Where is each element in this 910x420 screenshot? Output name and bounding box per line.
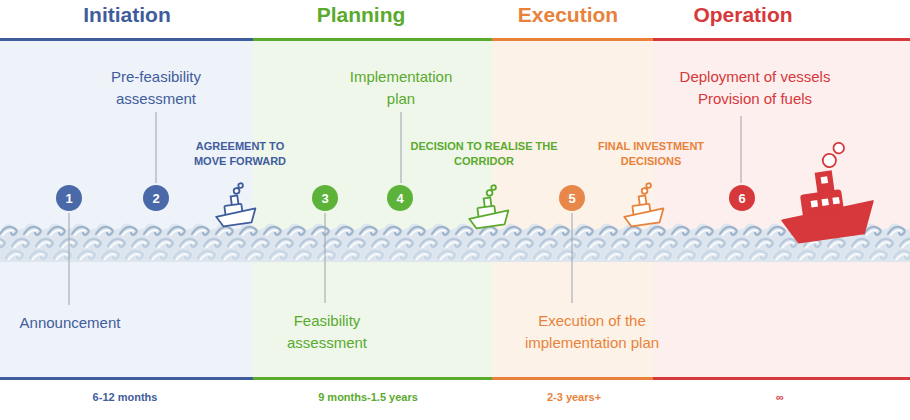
ship-icon bbox=[620, 182, 665, 227]
step-caption: Pre-feasibility assessment bbox=[86, 66, 226, 110]
phase-heading: Execution bbox=[518, 3, 618, 27]
step-circle: 6 bbox=[729, 185, 755, 211]
phase-heading: Initiation bbox=[83, 3, 171, 27]
wave-curl bbox=[0, 227, 910, 235]
step-number: 4 bbox=[396, 192, 403, 205]
step-circle: 2 bbox=[143, 185, 169, 211]
phase-heading: Planning bbox=[317, 3, 406, 27]
milestone-label: FINAL INVESTMENT DECISIONS bbox=[583, 139, 719, 170]
milestone-label: DECISION TO REALISE THE CORRIDOR bbox=[408, 139, 560, 170]
phase-band: Planning 9 months-1.5 years 3 4 bbox=[253, 0, 492, 420]
step-number: 2 bbox=[152, 192, 159, 205]
step-caption: Execution of the implementation plan bbox=[509, 310, 675, 354]
step-number: 5 bbox=[568, 192, 575, 205]
ship-icon bbox=[773, 139, 877, 244]
phase-duration: ∞ bbox=[776, 391, 784, 403]
step-number: 6 bbox=[738, 192, 745, 205]
leader-lines bbox=[69, 112, 741, 305]
step-circle: 4 bbox=[387, 185, 413, 211]
waves bbox=[0, 223, 910, 262]
wave-foam bbox=[0, 230, 910, 236]
phase-band: Initiation 6-12 months 1 2 bbox=[0, 0, 253, 420]
step-circle: 5 bbox=[559, 185, 585, 211]
ships bbox=[212, 139, 877, 244]
step-circle: 1 bbox=[56, 185, 82, 211]
leader-line bbox=[69, 213, 70, 305]
step-caption: Provision of fuels bbox=[655, 88, 855, 110]
step-caption: Feasibility assessment bbox=[275, 310, 379, 354]
ship-icon bbox=[465, 184, 510, 229]
leader-line bbox=[572, 213, 573, 303]
leader-line bbox=[325, 213, 326, 303]
step-caption: Implementation plan bbox=[334, 66, 468, 110]
wave-foam bbox=[0, 242, 910, 248]
phase-duration: 9 months-1.5 years bbox=[318, 391, 418, 403]
phase-duration: 6-12 months bbox=[93, 391, 158, 403]
ship-icon bbox=[212, 182, 257, 227]
wave-foam bbox=[0, 254, 910, 260]
phase-band: Operation ∞ 6 bbox=[653, 0, 910, 420]
leader-line bbox=[401, 112, 402, 183]
milestone-label: AGREEMENT TO MOVE FORWARD bbox=[179, 139, 301, 170]
step-number: 1 bbox=[65, 192, 72, 205]
step-circle: 3 bbox=[312, 185, 338, 211]
phase-heading: Operation bbox=[693, 3, 792, 27]
step-caption: Announcement bbox=[0, 312, 145, 334]
step-number: 3 bbox=[321, 192, 328, 205]
phase-band: Execution 2-3 years+ 5 bbox=[492, 0, 653, 420]
phase-duration: 2-3 years+ bbox=[547, 391, 601, 403]
leader-line bbox=[156, 112, 157, 183]
leader-line bbox=[741, 116, 742, 183]
step-caption: Deployment of vessels bbox=[655, 66, 855, 88]
